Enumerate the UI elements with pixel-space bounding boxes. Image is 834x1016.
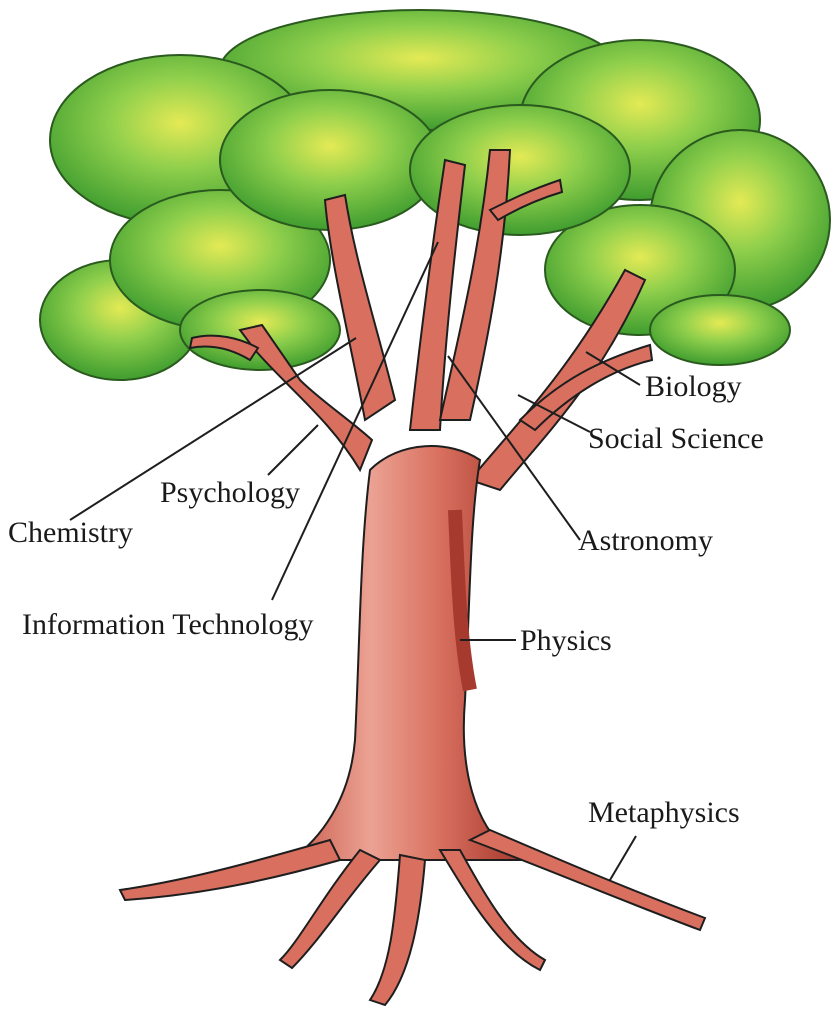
leader-psychology (268, 425, 318, 475)
branch-center-left (325, 195, 395, 420)
root-right (470, 830, 705, 930)
label-chemistry: Chemistry (8, 518, 133, 548)
label-biology: Biology (645, 372, 742, 402)
label-metaphysics: Metaphysics (588, 798, 740, 828)
leader-metaphysics (610, 836, 636, 880)
trunk (290, 446, 520, 860)
root-center-right (440, 850, 545, 970)
label-social-science: Social Science (588, 424, 764, 454)
root-center (370, 855, 425, 1005)
leaf-cluster (650, 295, 790, 365)
label-astronomy: Astronomy (578, 526, 713, 556)
label-physics: Physics (520, 626, 612, 656)
label-information-technology: Information Technology (22, 610, 313, 640)
label-psychology: Psychology (160, 478, 300, 508)
root-left (120, 840, 340, 900)
